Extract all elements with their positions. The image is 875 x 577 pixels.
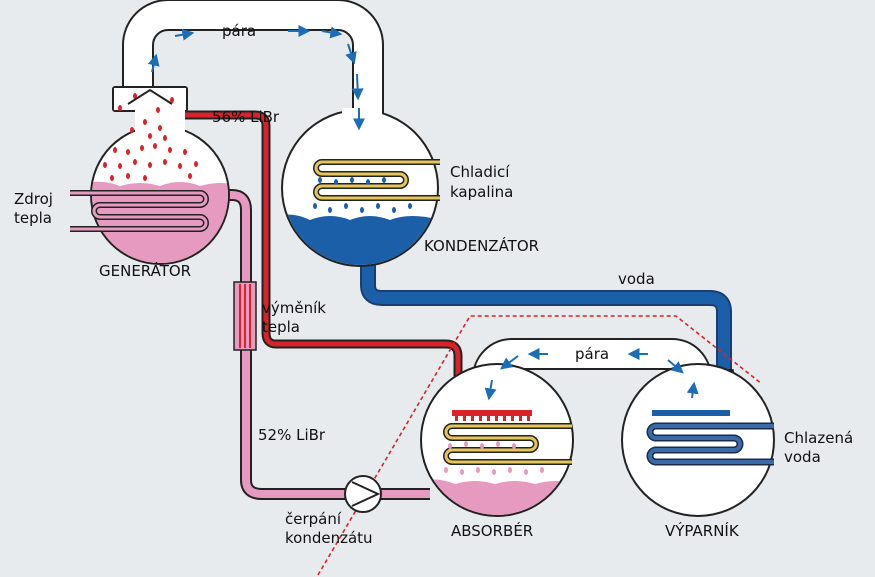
arrow-icon [500,355,519,370]
evaporator-spray-bar [652,410,730,416]
label-kondenzator: KONDENZÁTOR [424,236,539,255]
label-vymenik-2: tepla [262,318,300,336]
label-cerpani-2: kondenzátu [285,529,373,547]
strong-solution-line [183,110,463,410]
absorber-vessel [420,363,574,517]
label-chladici-1: Chladicí [450,163,510,181]
arrow-icon [174,28,195,41]
label-vymenik-1: výměník [262,299,326,317]
label-chlazena-2: voda [784,448,821,466]
condenser-droplets [313,177,412,213]
label-generator: GENERÁTOR [99,261,191,280]
label-libr56: 56% LiBr [212,108,280,126]
absorber-spray-bar [452,410,532,416]
label-para-mid: pára [575,345,609,363]
label-zdroj-1: Zdroj [14,190,53,208]
absorber-droplets [444,441,544,475]
generator-vessel [70,86,230,265]
label-cerpani-1: čerpání [285,510,342,528]
dashed-lines [317,315,763,576]
heat-exchanger [233,281,257,351]
arrow-icon [147,53,160,73]
label-vyparnik: VÝPARNÍK [665,521,740,540]
arrow-icon [351,73,364,101]
vapour-duct-top [122,0,384,130]
label-zdroj-2: tepla [14,209,52,227]
label-libr52: 52% LiBr [258,426,326,444]
arrow-icon [345,43,357,65]
arrow-icon [484,379,497,401]
pump-icon [344,475,382,513]
label-chlazena-1: Chlazená [784,429,853,447]
arrow-icon-group [147,25,699,401]
label-absorber: ABSORBÉR [451,521,533,540]
generator-nozzle [127,88,173,105]
generator-droplets [103,93,198,181]
arrow-icon [667,359,684,374]
label-para-top: pára [222,22,256,40]
arrow-icon [686,381,699,399]
labels: pára 56% LiBr Chladicí kapalina Zdroj te… [14,22,853,547]
label-voda: voda [618,270,655,288]
label-chladici-2: kapalina [450,183,513,201]
arrow-icon [321,26,343,39]
evaporator-vessel [621,363,775,517]
